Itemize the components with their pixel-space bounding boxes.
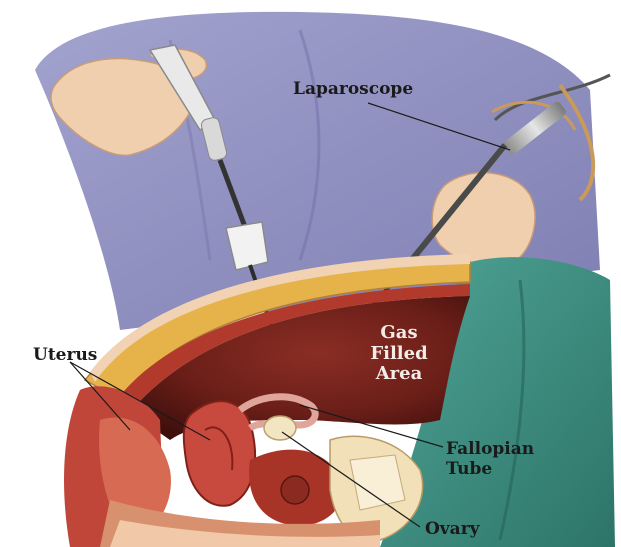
- fallopian-tube-line-1: Fallopian: [446, 440, 534, 460]
- gas-filled-area-line-3: Area: [364, 364, 434, 385]
- uterus-label: Uterus: [33, 346, 97, 365]
- ovary-label: Ovary: [425, 520, 480, 539]
- fallopian-tube-label: Fallopian Tube: [446, 440, 534, 479]
- laparoscope-label: Laparoscope: [293, 80, 413, 99]
- ovary-organ: [264, 416, 296, 440]
- gas-filled-area-line-2: Filled: [364, 344, 434, 365]
- gas-filled-area-label: Gas Filled Area: [364, 323, 434, 385]
- fallopian-tube-line-2: Tube: [446, 460, 534, 480]
- gas-filled-area-line-1: Gas: [364, 323, 434, 344]
